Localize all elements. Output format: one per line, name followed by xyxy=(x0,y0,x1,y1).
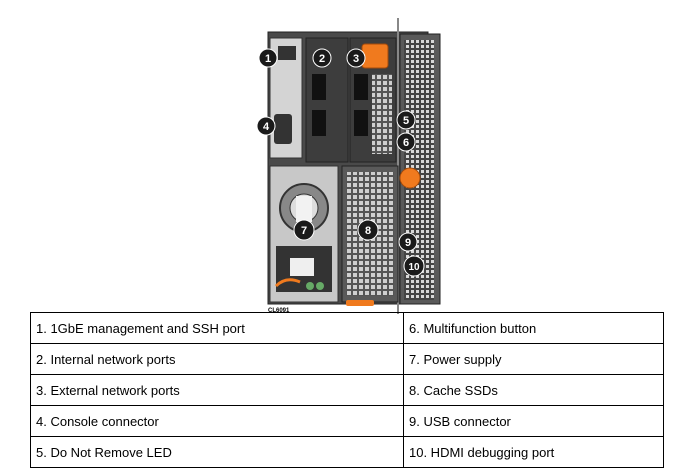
legend-cell: 6. Multifunction button xyxy=(403,312,664,344)
table-row: 3. External network ports 8. Cache SSDs xyxy=(30,374,664,406)
callout-7: 7 xyxy=(293,219,315,241)
table-row: 2. Internal network ports 7. Power suppl… xyxy=(30,343,664,375)
callout-10: 10 xyxy=(403,255,425,277)
legend-cell: 10. HDMI debugging port xyxy=(403,436,664,468)
callout-5: 5 xyxy=(396,110,416,130)
callout-1: 1 xyxy=(258,48,278,68)
legend-cell: 3. External network ports xyxy=(30,374,404,406)
callout-6: 6 xyxy=(396,132,416,152)
table-row: 1. 1GbE management and SSH port 6. Multi… xyxy=(30,312,664,344)
legend-cell: 4. Console connector xyxy=(30,405,404,437)
svg-text:9: 9 xyxy=(405,237,411,249)
svg-text:3: 3 xyxy=(353,53,359,65)
figure-id-label: CL6091 xyxy=(268,308,290,314)
callout-9: 9 xyxy=(398,232,418,252)
legend-cell: 1. 1GbE management and SSH port xyxy=(30,312,404,344)
legend-cell: 5. Do Not Remove LED xyxy=(30,436,404,468)
svg-text:7: 7 xyxy=(301,225,307,237)
svg-text:8: 8 xyxy=(365,225,371,237)
legend-cell: 7. Power supply xyxy=(403,343,664,375)
callout-8: 8 xyxy=(357,219,379,241)
svg-text:1: 1 xyxy=(265,53,271,65)
legend-cell: 9. USB connector xyxy=(403,405,664,437)
svg-text:4: 4 xyxy=(263,121,270,133)
callout-3: 3 xyxy=(346,48,366,68)
callout-2: 2 xyxy=(312,48,332,68)
svg-text:5: 5 xyxy=(403,115,409,127)
server-rear-figure: 1 2 3 4 5 6 7 8 9 10 CL6091 xyxy=(256,18,441,314)
svg-text:10: 10 xyxy=(408,262,420,273)
callout-4: 4 xyxy=(256,116,276,136)
orange-handles xyxy=(274,43,421,306)
legend-cell: 2. Internal network ports xyxy=(30,343,404,375)
legend-cell: 8. Cache SSDs xyxy=(403,374,664,406)
svg-text:2: 2 xyxy=(319,53,325,65)
table-row: 4. Console connector 9. USB connector xyxy=(30,405,664,437)
legend-table: 1. 1GbE management and SSH port 6. Multi… xyxy=(30,312,664,468)
table-row: 5. Do Not Remove LED 10. HDMI debugging … xyxy=(30,436,664,468)
svg-text:6: 6 xyxy=(403,137,409,149)
